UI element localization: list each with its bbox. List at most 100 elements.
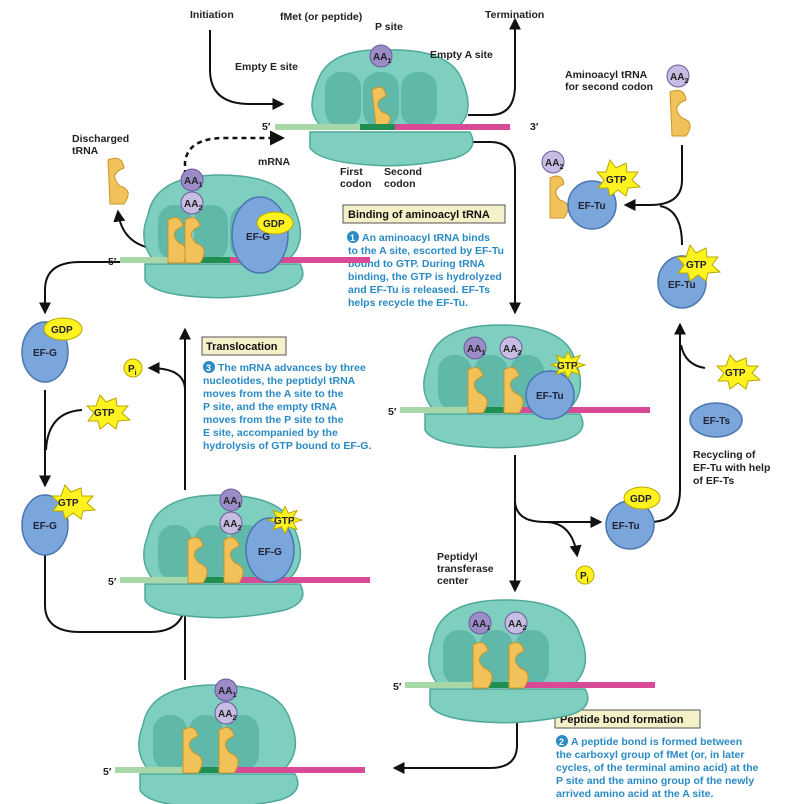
ef-ts <box>689 402 743 438</box>
aa-label: AA2 <box>223 519 241 532</box>
step-title-box <box>342 204 506 224</box>
gtp-burst <box>595 158 642 197</box>
fmet-label: fMet (or peptide) <box>280 11 362 23</box>
trna <box>549 175 569 219</box>
aa1-circle <box>468 611 492 635</box>
trna <box>669 89 691 137</box>
aa-label: AA2 <box>508 619 526 632</box>
five-prime-label: 5′ <box>108 576 117 588</box>
mrna-3prime <box>515 682 655 688</box>
gdp-label: GDP <box>630 494 652 505</box>
ef-tu <box>525 370 575 420</box>
gdp <box>256 211 294 235</box>
svg-text:1: 1 <box>350 233 355 243</box>
svg-text:AA1: AA1 <box>373 52 391 65</box>
aa-label: AA2 <box>503 344 521 357</box>
empty-a-site-label: Empty A site <box>430 49 493 61</box>
step-title: Binding of aminoacyl tRNA <box>348 209 490 221</box>
gtp-burst <box>549 350 587 380</box>
step-caption: An aminoacyl tRNA binds to the A site, e… <box>348 232 507 309</box>
eftu-release-arrow <box>514 499 603 528</box>
ribosome-initiation: AA1 <box>275 44 510 167</box>
ribosome-small-subunit <box>144 583 304 619</box>
trna <box>223 537 244 584</box>
trna <box>472 642 493 689</box>
trna <box>467 367 488 414</box>
gtp-burst <box>675 243 722 282</box>
svg-text:3: 3 <box>206 363 211 373</box>
e-site <box>443 630 477 685</box>
mrna-5prime <box>405 682 480 688</box>
trna <box>187 537 208 584</box>
step-3-translocation: Translocation 3 The mRNA advances by thr… <box>201 336 371 452</box>
step-title: Peptide bond formation <box>560 714 684 726</box>
aa1-circle <box>219 488 243 512</box>
gdp <box>43 317 83 341</box>
gtp-label: GTP <box>606 175 627 186</box>
mrna-3prime <box>230 577 370 583</box>
aa1-circle <box>214 678 238 702</box>
step-title-box <box>554 709 701 729</box>
aa2-circle <box>541 150 565 174</box>
initiation-label: Initiation <box>190 9 234 21</box>
step-title-box <box>201 336 287 356</box>
mrna-5prime <box>275 124 360 130</box>
termination-label: Termination <box>485 9 544 21</box>
aa1-circle <box>369 44 393 68</box>
mrna-codon <box>360 124 395 130</box>
ef-tu-label: EF-Tu <box>668 280 696 291</box>
termination-arrow <box>468 17 521 116</box>
gtp-label: GTP <box>686 260 707 271</box>
ef-g-gdp-out-arrow <box>39 261 140 315</box>
aa-label: AA2 <box>184 199 202 212</box>
aa-label: AA1 <box>472 619 490 632</box>
p-site-label: P site <box>375 21 403 33</box>
gdp-label: GDP <box>263 219 285 230</box>
ef-tu-label: EF-Tu <box>612 521 640 532</box>
gtp-bind-ef-g-arrow <box>45 409 83 451</box>
mrna-5prime <box>115 767 190 773</box>
mrna-5prime <box>400 407 475 413</box>
mrna-codon <box>195 257 230 263</box>
p-site <box>194 205 228 260</box>
aa1-circle <box>180 168 204 192</box>
aa-label: AA1 <box>184 176 202 189</box>
svg-text:Pi: Pi <box>128 364 137 377</box>
aa-label: AA1 <box>467 344 485 357</box>
ribosome-small-subunit <box>424 413 584 449</box>
eftu-gtp-in-arrow <box>659 205 683 246</box>
trna <box>218 727 239 774</box>
to-translocation-arrow <box>392 718 518 774</box>
mrna-5prime <box>120 257 195 263</box>
p-site <box>363 72 399 127</box>
cycle-arrows <box>39 17 706 774</box>
pi-release-arrow-left <box>147 362 186 391</box>
ef-g <box>245 517 295 583</box>
aa2-circle <box>219 511 243 535</box>
mrna-codon <box>195 577 230 583</box>
aa2-circle <box>180 191 204 215</box>
gtp-burst <box>266 505 304 535</box>
aa1-circle <box>463 336 487 360</box>
gtp-label: GTP <box>58 498 79 509</box>
ribosome-small-subunit <box>429 688 589 724</box>
mrna-3prime <box>225 767 365 773</box>
discharged-trna <box>107 157 129 205</box>
gtp-label: GTP <box>94 408 115 419</box>
ef-tu-label: EF-Tu <box>536 391 564 402</box>
gtp-recycle-arrow <box>680 344 706 369</box>
svg-text:Pi: Pi <box>580 571 589 584</box>
gtp-label: GTP <box>725 368 746 379</box>
mrna-label: mRNA <box>258 156 291 168</box>
mrna-3prime <box>510 407 650 413</box>
pi-circle <box>575 565 595 585</box>
aminoacyl-trna-in-arrow <box>623 145 683 211</box>
ef-tu-label: EF-Tu <box>578 201 606 212</box>
trna <box>371 86 391 127</box>
